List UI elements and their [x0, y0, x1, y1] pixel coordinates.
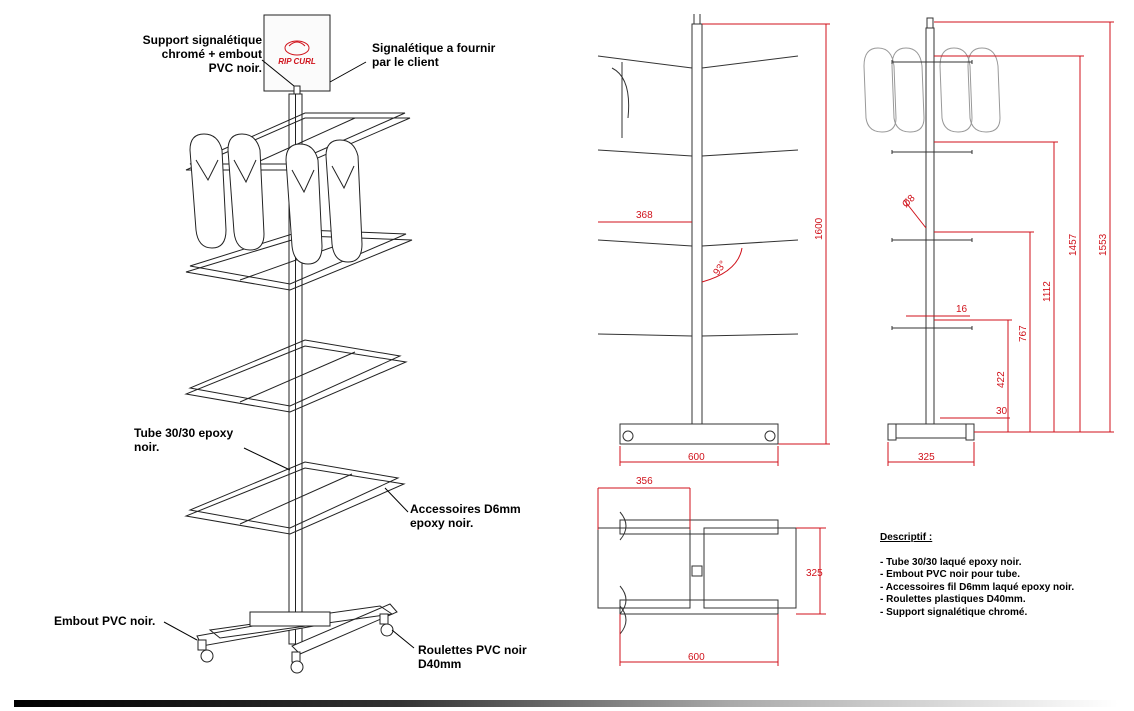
annotation-tube: Tube 30/30 epoxy noir.	[134, 426, 233, 454]
dim-front-height: 1600	[814, 217, 825, 240]
wheel-middle	[290, 651, 304, 674]
descriptif-item: - Accessoires fil D6mm laqué epoxy noir.	[880, 581, 1075, 593]
dim-side-width: 325	[918, 452, 935, 463]
dim-top-width: 325	[806, 568, 823, 579]
top-view: 356 325 600	[597, 476, 826, 666]
descriptif-block: Descriptif : - Tube 30/30 laqué epoxy no…	[880, 532, 1074, 620]
sign-brand-text: RIP CURL	[278, 57, 316, 66]
flip-flop-right-2	[325, 139, 363, 263]
shelf-4	[184, 461, 406, 535]
annotation-accessories-line-1: Accessoires D6mm	[410, 502, 521, 516]
leader-lines	[163, 59, 415, 649]
side-view: 325 30 16 Ø8 422 767 1112 1457 1553	[863, 17, 1114, 466]
dim-top-length: 600	[688, 652, 705, 663]
descriptif-item: - Roulettes plastiques D40mm.	[880, 594, 1026, 606]
footer-gradient-bar	[14, 700, 1118, 707]
annotation-roulettes-line-2: D40mm	[418, 657, 462, 671]
annotation-signage: Signalétique a fournir par le client	[372, 41, 495, 69]
wheel-left	[197, 639, 214, 663]
descriptif-item: - Support signalétique chromé.	[880, 606, 1028, 618]
dim-level-1553: 1553	[1098, 233, 1109, 256]
base-frame	[196, 603, 398, 655]
dim-level-422: 422	[996, 371, 1007, 388]
dim-top-depth: 356	[636, 476, 653, 487]
flip-flop-left-1	[189, 133, 227, 249]
sign-panel: RIP CURL	[263, 14, 331, 92]
dim-level-767: 767	[1018, 325, 1029, 342]
dim-side-d8: Ø8	[900, 193, 918, 211]
annotation-roulettes: Roulettes PVC noir D40mm	[418, 643, 527, 671]
flip-flop-right-1	[285, 143, 323, 265]
annotation-support: Support signalétique chromé + embout PVC…	[128, 33, 262, 75]
dim-side-16: 16	[956, 304, 968, 315]
dim-angle: 93°	[711, 259, 729, 278]
wheel-right	[379, 613, 394, 637]
annotation-accessories: Accessoires D6mm epoxy noir.	[410, 502, 521, 530]
annotation-signage-line-2: par le client	[372, 55, 439, 69]
annotation-roulettes-line-1: Roulettes PVC noir	[418, 643, 527, 657]
dim-arm-length: 368	[636, 210, 653, 221]
annotation-signage-line-1: Signalétique a fournir	[372, 41, 496, 55]
annotation-support-line-3: PVC noir.	[208, 61, 262, 75]
shelf-3	[184, 339, 408, 413]
annotation-embout: Embout PVC noir.	[54, 614, 155, 628]
annotation-embout-line-1: Embout PVC noir.	[54, 614, 156, 628]
annotation-support-line-1: Support signalétique	[142, 33, 262, 47]
descriptif-item: - Embout PVC noir pour tube.	[880, 569, 1020, 581]
annotation-accessories-line-2: epoxy noir.	[410, 516, 474, 530]
dim-level-1457: 1457	[1068, 233, 1079, 256]
front-view: 1600 368 93° 600	[597, 14, 830, 466]
flip-flop-left-2	[227, 133, 265, 251]
dim-side-30: 30	[996, 406, 1008, 417]
descriptif-title: Descriptif :	[880, 532, 933, 543]
dim-front-width: 600	[688, 452, 705, 463]
dim-level-1112: 1112	[1042, 281, 1053, 302]
annotation-tube-line-1: Tube 30/30 epoxy	[134, 426, 234, 440]
descriptif-item: - Tube 30/30 laqué epoxy noir.	[880, 556, 1022, 568]
annotation-support-line-2: chromé + embout	[161, 47, 262, 61]
isometric-view: RIP CURL	[163, 14, 415, 674]
annotation-tube-line-2: noir.	[134, 440, 160, 454]
